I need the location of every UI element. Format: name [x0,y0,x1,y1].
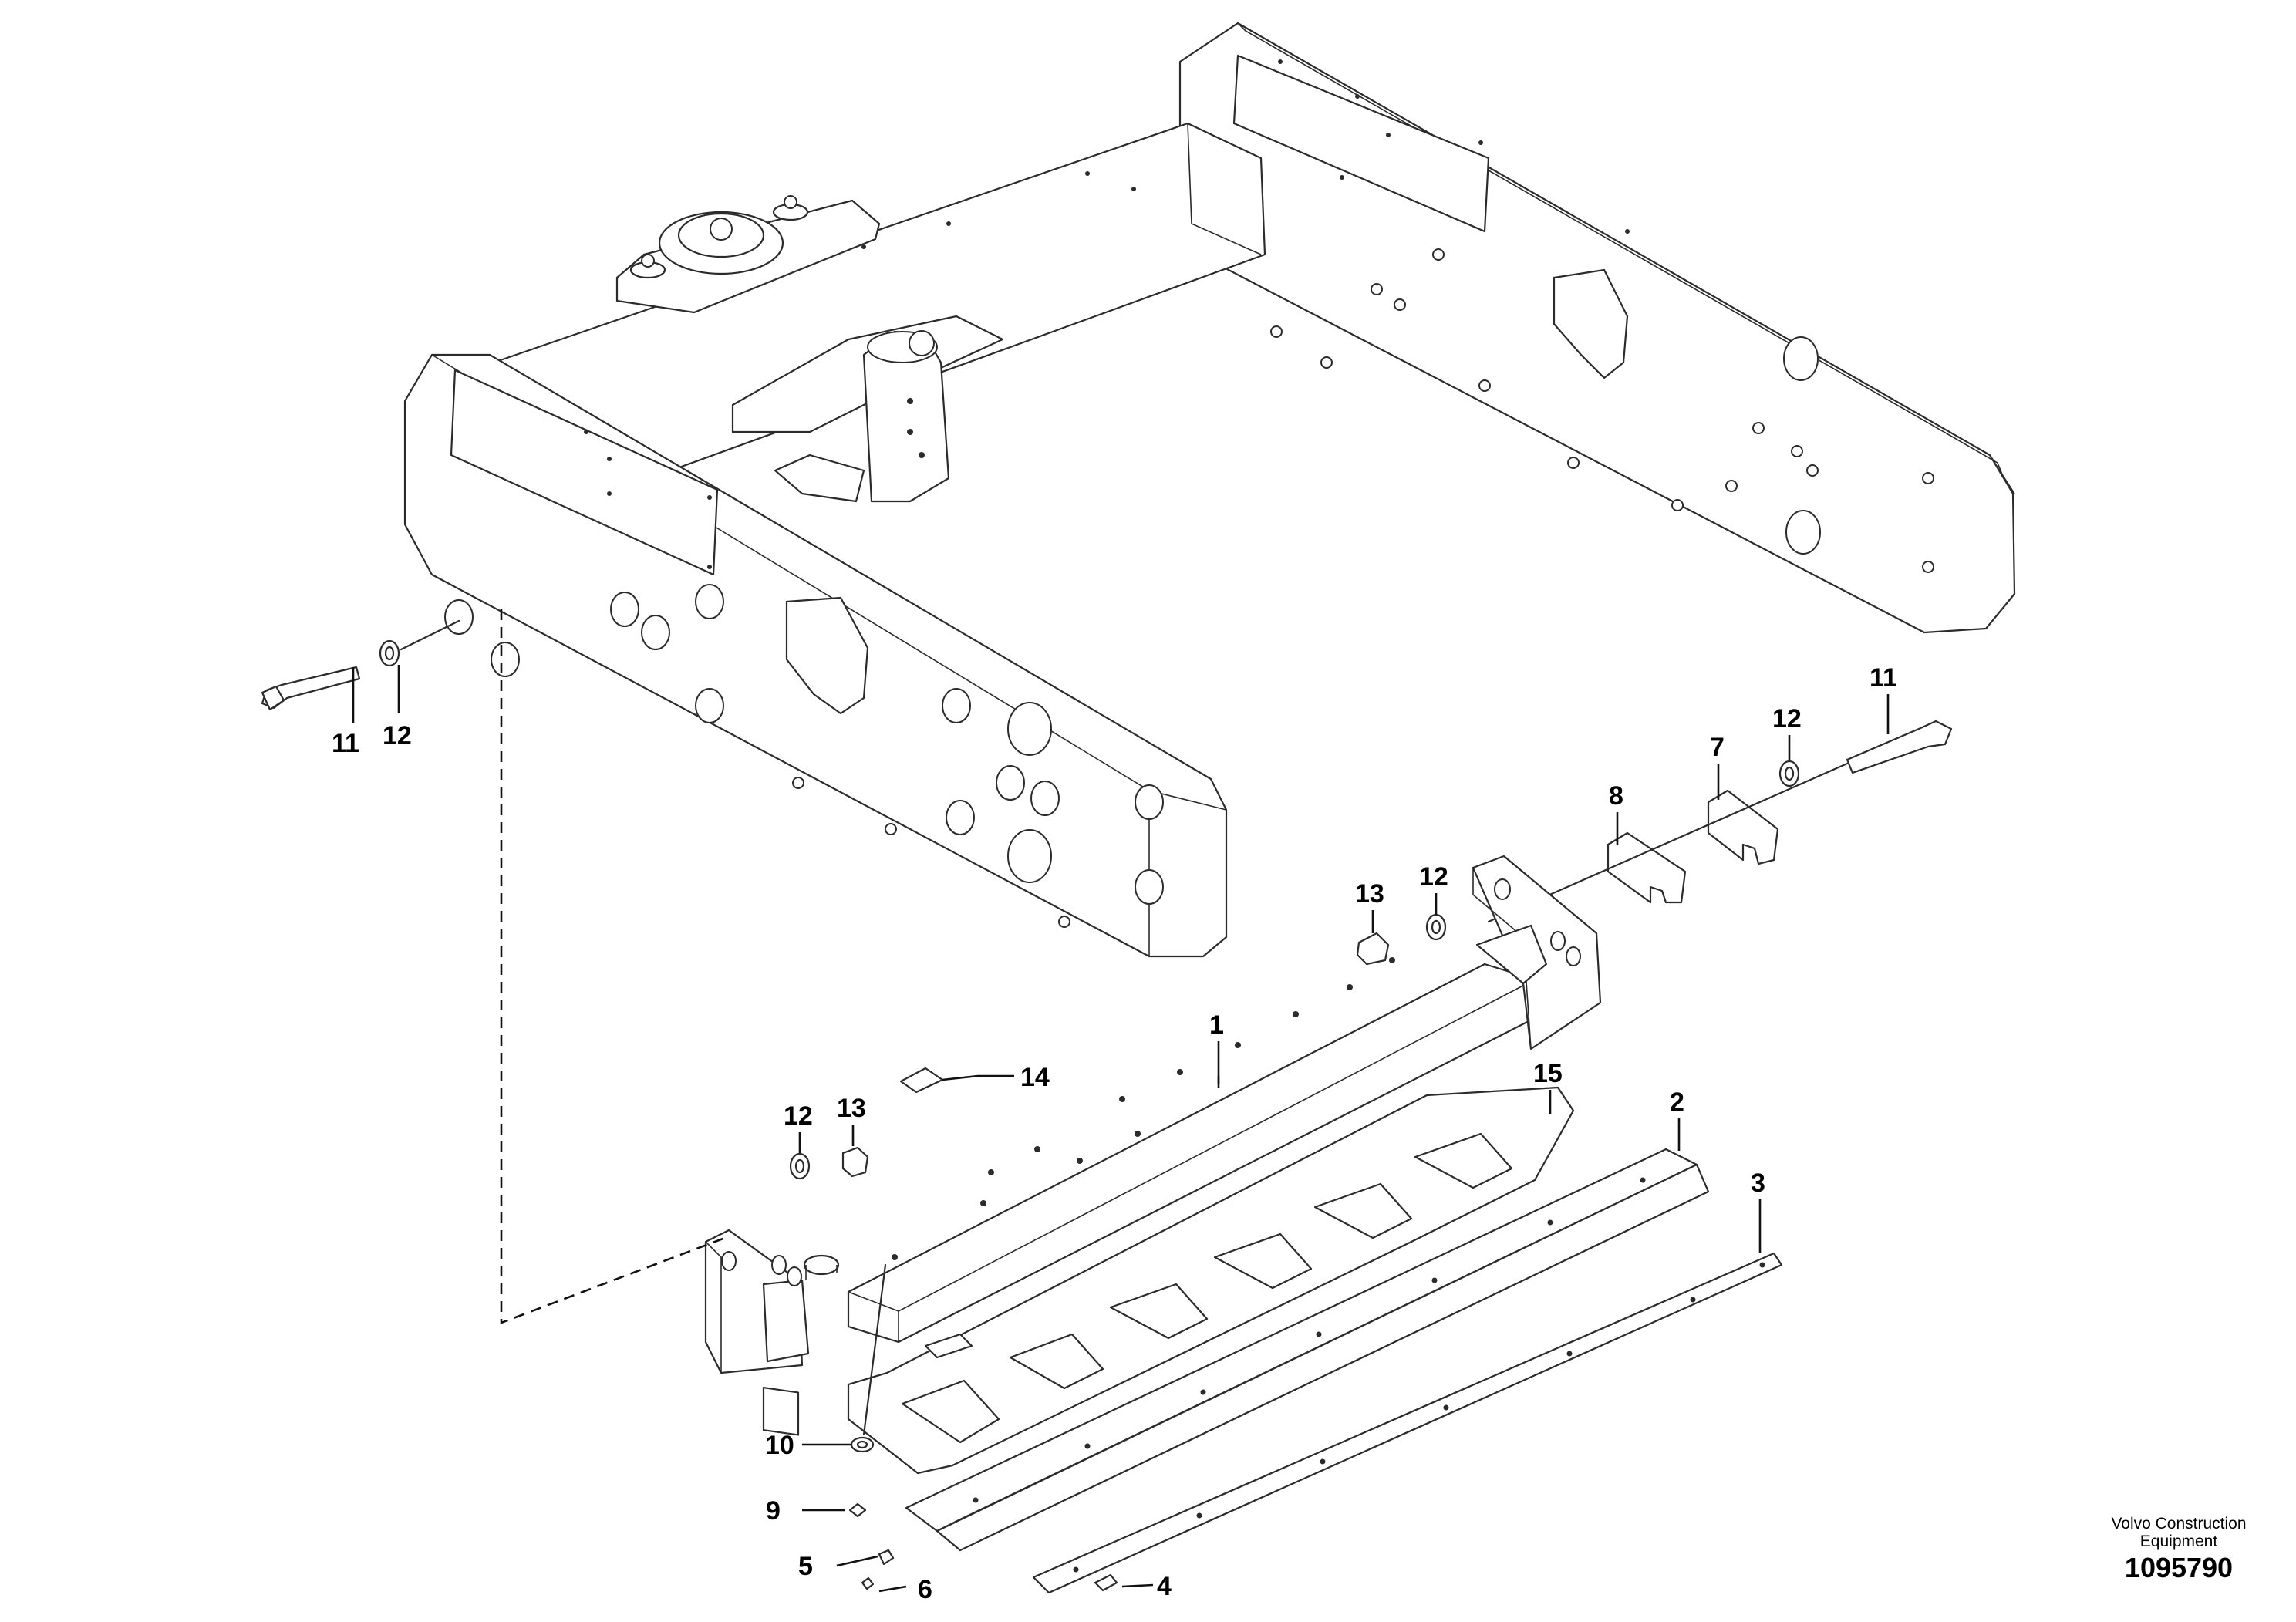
skirt-plate [847,1086,1575,1475]
frame-rear-side-plate [1178,22,2016,634]
small-fasteners [848,1263,1118,1592]
callout-1: 1 [1209,1010,1224,1040]
callout-7: 7 [1710,733,1725,762]
callout-3: 3 [1751,1168,1765,1198]
callout-12-right-upper: 12 [1772,704,1802,733]
skirt-strip [905,1148,1710,1552]
callout-10: 10 [765,1431,794,1460]
skirt-rubber-strip [1032,1252,1783,1594]
callout-2: 2 [1670,1088,1684,1117]
left-beam-hardware [789,1067,944,1180]
callout-13-right: 13 [1355,879,1384,909]
callout-12-right-lower: 12 [1419,862,1448,892]
callout-4: 4 [1157,1572,1172,1601]
alignment-dashed-line [500,609,726,1324]
callout-labels: 1 2 3 4 5 6 7 8 9 10 11 11 12 12 12 12 1… [332,663,1897,1604]
callout-12-left: 12 [383,721,412,750]
callout-8: 8 [1609,781,1623,811]
callout-13-beam: 13 [837,1094,866,1123]
frame-top-pivot [615,195,881,314]
callout-11-left: 11 [332,729,359,758]
callout-5: 5 [798,1552,813,1581]
callout-12-beam: 12 [784,1101,813,1131]
frame-front-side-plate [403,353,1228,958]
frame-cross-member [492,122,1266,503]
callout-6: 6 [918,1575,932,1604]
brand-line-1: Volvo Construction [2111,1515,2247,1533]
brand-line-2: Equipment [2139,1533,2218,1550]
callout-15: 15 [1533,1059,1563,1088]
right-mounting-hardware [1356,720,1953,966]
brand-label: Volvo Construction Equipment [2082,1515,2275,1550]
callout-14: 14 [1020,1063,1050,1092]
callout-11-right: 11 [1870,663,1897,693]
leader-lines [352,665,1890,1593]
callout-9: 9 [766,1496,781,1526]
left-bolt-assembly [261,619,460,711]
main-cross-beam [704,855,1602,1436]
document-number: 1095790 [2124,1552,2234,1583]
